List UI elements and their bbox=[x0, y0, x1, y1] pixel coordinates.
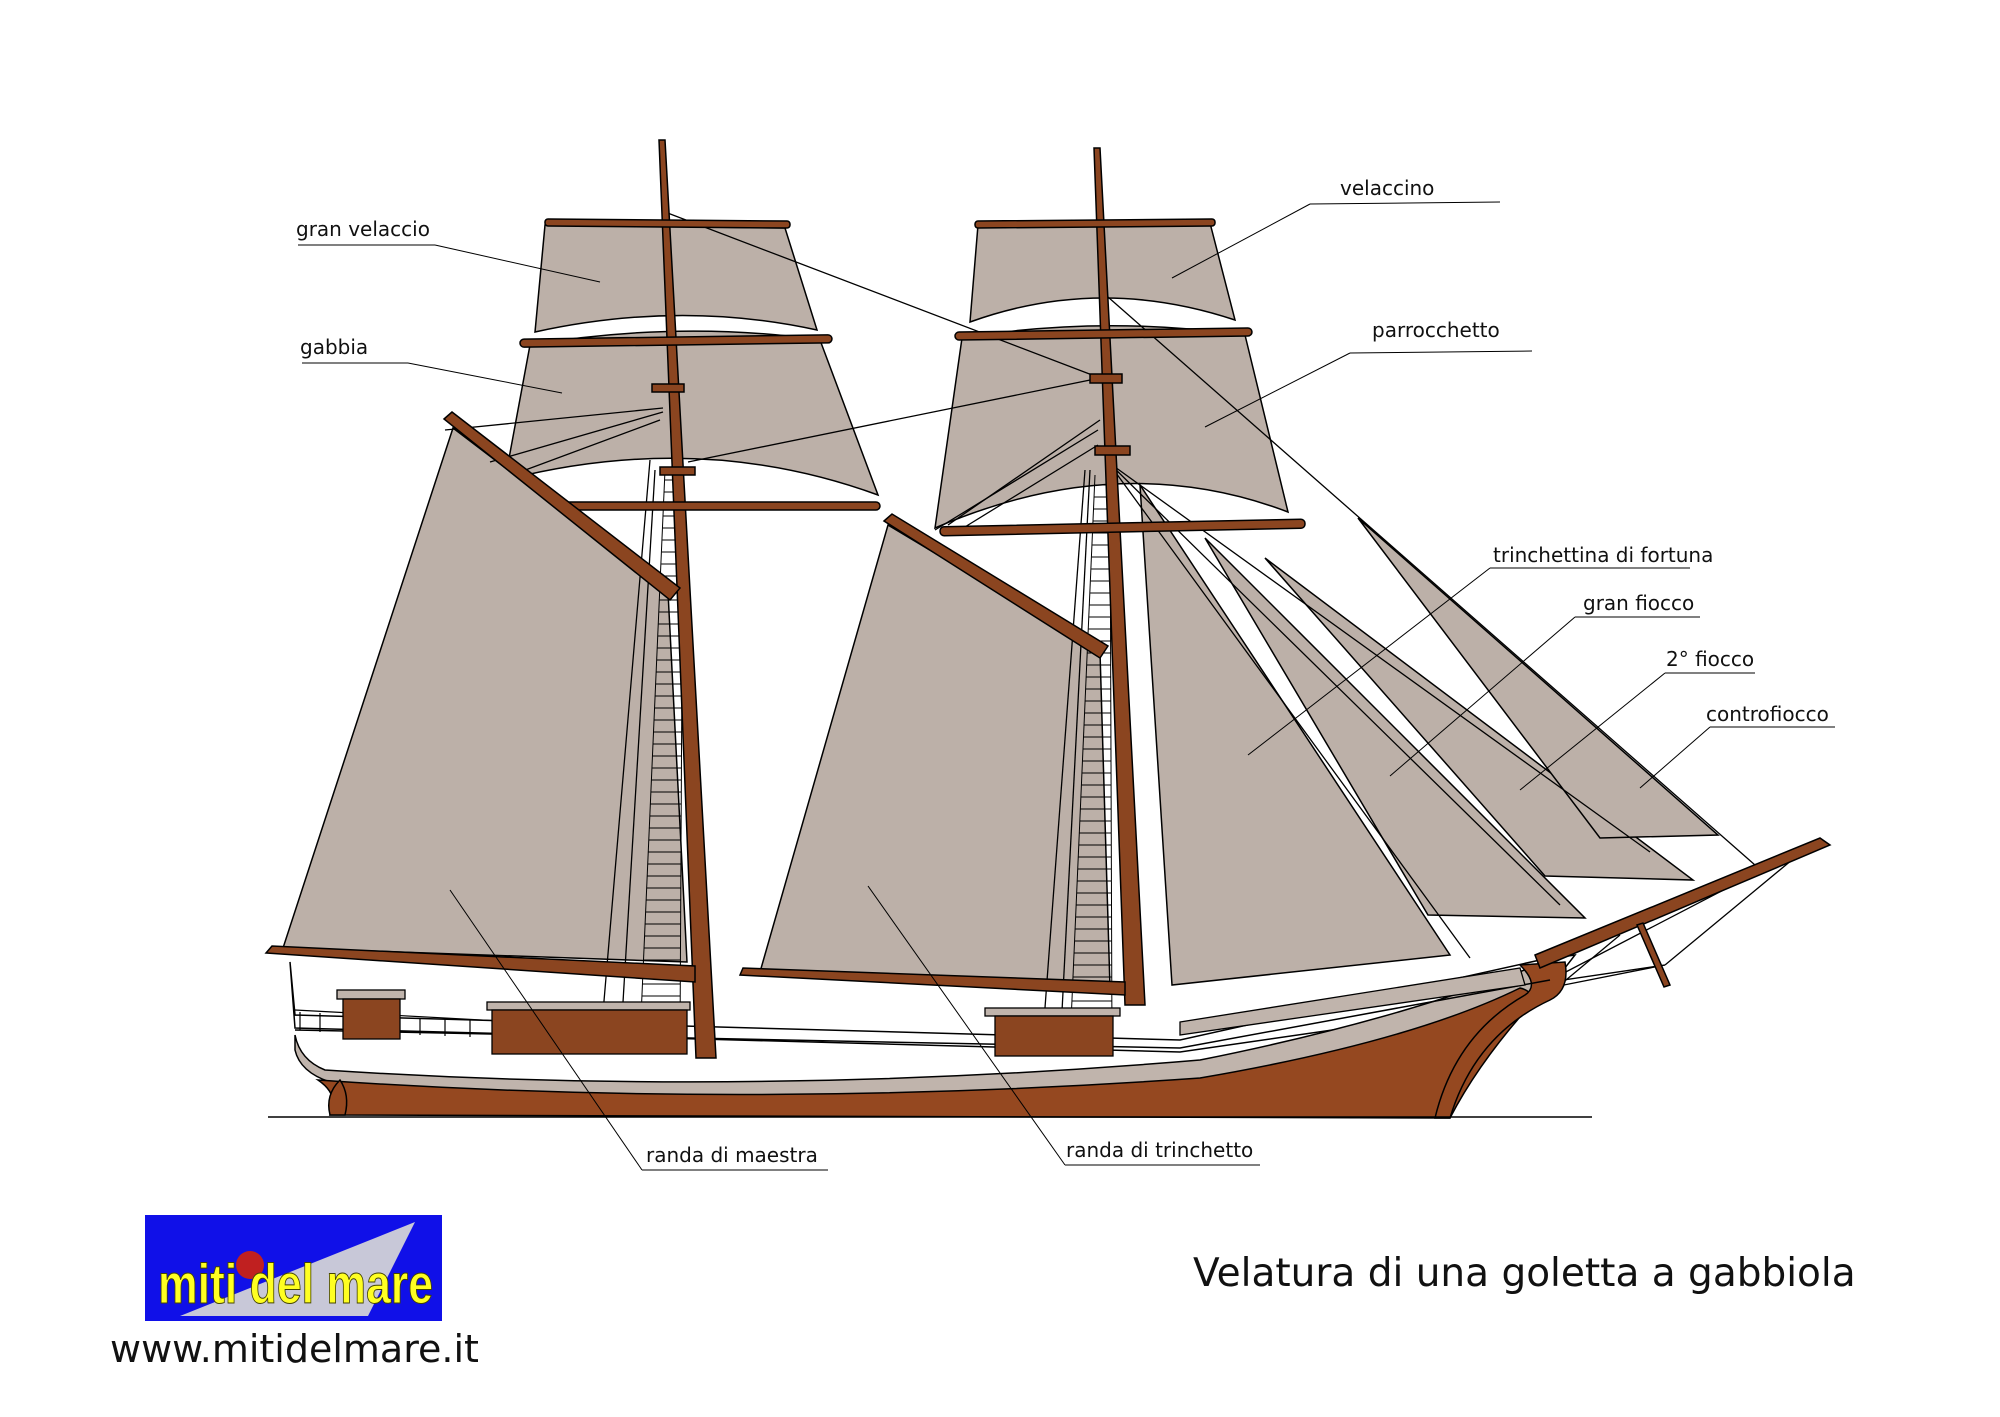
fore-top-yard bbox=[974, 218, 1216, 229]
deckhouse-fore bbox=[994, 1015, 1114, 1057]
sail-randa-di-trinchetto bbox=[759, 523, 1111, 989]
main-crosstree bbox=[651, 383, 685, 393]
fore-boom bbox=[738, 967, 1126, 996]
fore-middle-yard bbox=[954, 327, 1253, 341]
deckhouse-aft-roof bbox=[336, 989, 406, 1000]
dolphin-striker bbox=[1635, 922, 1672, 988]
fore-mast bbox=[1093, 147, 1146, 1006]
main-mast bbox=[658, 139, 717, 1059]
deckhouse-aft bbox=[342, 998, 401, 1040]
bow-bulwark bbox=[1179, 967, 1526, 1036]
label-secondo-fiocco: 2° fiocco bbox=[1666, 647, 1754, 671]
deckhouse-fore-roof bbox=[984, 1007, 1121, 1017]
website-url: www.mitidelmare.it bbox=[110, 1327, 479, 1371]
label-trinchettina: trinchettina di fortuna bbox=[1493, 543, 1713, 567]
label-randa-di-trinchetto: randa di trinchetto bbox=[1066, 1138, 1253, 1162]
sail-controfiocco bbox=[1357, 517, 1720, 839]
label-gran-fiocco: gran fiocco bbox=[1583, 591, 1694, 615]
hull-body bbox=[315, 987, 1536, 1119]
sail-gabbia bbox=[504, 330, 880, 497]
sails bbox=[281, 222, 1720, 989]
main-middle-yard bbox=[519, 334, 833, 348]
labels: gran velaccio gabbia velaccino parrocche… bbox=[296, 176, 1829, 1167]
label-gabbia: gabbia bbox=[300, 335, 368, 359]
logo-sail-shape bbox=[180, 1222, 415, 1316]
fore-lower-yard bbox=[939, 518, 1306, 537]
fore-trestle bbox=[1094, 445, 1131, 456]
sail-gran-velaccio bbox=[534, 224, 819, 333]
main-boom bbox=[264, 945, 696, 983]
spars bbox=[264, 139, 1832, 1059]
logo-text: miti del mare bbox=[158, 1252, 433, 1315]
bowsprit bbox=[1534, 837, 1832, 969]
logo-red-dot bbox=[236, 1251, 264, 1279]
main-lower-yard bbox=[559, 501, 881, 511]
hull-stern bbox=[328, 1078, 348, 1116]
deckhouse-mid bbox=[491, 1009, 688, 1055]
deck-houses bbox=[336, 967, 1526, 1057]
label-gran-velaccio: gran velaccio bbox=[296, 217, 430, 241]
fore-gaff bbox=[882, 513, 1110, 660]
diagram-title: Velatura di una goletta a gabbiola bbox=[1193, 1251, 1856, 1296]
sail-gran-fiocco bbox=[1204, 537, 1587, 919]
logo: miti del mare bbox=[145, 1215, 442, 1321]
hull-bow-stem bbox=[1434, 961, 1567, 1119]
deckhouse-mid-roof bbox=[486, 1001, 691, 1011]
label-randa-di-maestra: randa di maestra bbox=[646, 1143, 818, 1167]
main-top-yard bbox=[544, 218, 791, 229]
sail-trinchettina-di-fortuna bbox=[1139, 482, 1452, 986]
fore-crosstree bbox=[1089, 373, 1123, 384]
main-gaff bbox=[442, 411, 682, 602]
main-trestle bbox=[659, 466, 696, 476]
label-velaccino: velaccino bbox=[1340, 176, 1434, 200]
leader-lines bbox=[298, 201, 1835, 1171]
label-parrocchetto: parrocchetto bbox=[1372, 318, 1500, 342]
rigging bbox=[444, 211, 1811, 1053]
label-controfiocco: controfiocco bbox=[1706, 702, 1829, 726]
